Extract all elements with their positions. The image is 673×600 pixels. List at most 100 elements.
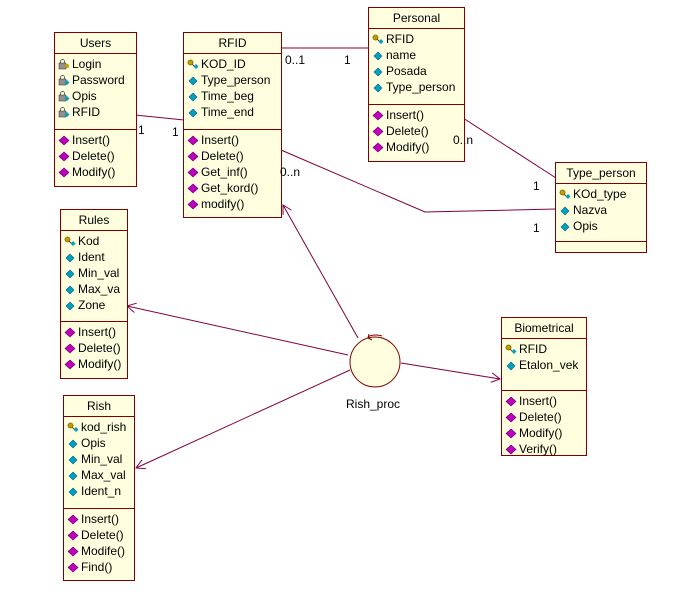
control-circle[interactable] — [349, 336, 401, 388]
attribute-row[interactable]: Max_val — [67, 467, 134, 483]
attribute-row[interactable]: RFID — [58, 104, 136, 120]
attribute-row[interactable]: Opis — [559, 218, 646, 234]
operation-row[interactable]: Insert() — [505, 393, 586, 409]
attribute-row[interactable]: Kod — [64, 233, 127, 249]
attribute-row[interactable]: KOD_ID — [187, 56, 281, 72]
attribute-row[interactable]: Password — [58, 72, 136, 88]
lock-key-attribute-icon — [58, 58, 70, 70]
attribute-label: Min_val — [78, 266, 120, 280]
operation-row[interactable]: Modify() — [372, 139, 464, 155]
attribute-label: Time_beg — [201, 89, 254, 103]
attribute-icon — [372, 50, 384, 61]
attribute-icon — [559, 221, 571, 232]
operation-row[interactable]: Insert() — [58, 132, 136, 148]
attribute-row[interactable]: name — [372, 47, 464, 63]
dependency-proc-rules — [127, 306, 349, 356]
operation-row[interactable]: Insert() — [64, 324, 127, 340]
operation-row[interactable]: Insert() — [372, 107, 464, 123]
operation-icon — [58, 135, 70, 146]
operation-row[interactable]: Find() — [67, 559, 134, 575]
operation-row[interactable]: modify() — [187, 196, 281, 212]
attribute-row[interactable]: Nazva — [559, 202, 646, 218]
attribute-row[interactable]: Time_end — [187, 104, 281, 120]
operation-row[interactable]: Insert() — [187, 132, 281, 148]
attribute-row[interactable]: Zone — [64, 297, 127, 313]
operation-label: Delete() — [519, 410, 562, 424]
operation-label: Delete() — [72, 149, 115, 163]
operation-icon — [64, 359, 76, 370]
operation-row[interactable]: Get_kord() — [187, 180, 281, 196]
attribute-row[interactable]: Type_person — [372, 79, 464, 95]
operation-row[interactable]: Delete() — [58, 148, 136, 164]
operation-row[interactable]: Modify() — [58, 164, 136, 180]
attribute-row[interactable]: Time_beg — [187, 88, 281, 104]
class-title: Rish — [64, 396, 134, 417]
operation-icon — [505, 396, 517, 407]
operation-row[interactable]: Modife() — [67, 543, 134, 559]
attribute-row[interactable]: Login — [58, 56, 136, 72]
operation-row[interactable]: Delete() — [372, 123, 464, 139]
operation-row[interactable]: Verify() — [505, 441, 586, 457]
key-attribute-icon — [64, 236, 76, 247]
attribute-row[interactable]: Etalon_vek — [505, 357, 586, 373]
attribute-label: KOD_ID — [201, 57, 246, 71]
operation-label: Modify() — [78, 357, 122, 371]
operation-label: Verify() — [519, 442, 558, 456]
operation-icon — [187, 199, 199, 210]
operation-row[interactable]: Delete() — [67, 527, 134, 543]
attribute-label: KOd_type — [573, 187, 627, 201]
attribute-row[interactable]: Opis — [58, 88, 136, 104]
attribute-label: Time_end — [201, 105, 254, 119]
attribute-label: Opis — [72, 89, 97, 103]
operations-section: Insert()Delete() Modify() Verify() — [502, 391, 586, 460]
dependency-proc-rfid — [283, 205, 359, 339]
attribute-row[interactable]: RFID — [505, 341, 586, 357]
operation-row[interactable]: Insert() — [67, 511, 134, 527]
operation-icon — [372, 142, 384, 153]
attribute-label: RFID — [386, 32, 414, 46]
attribute-row[interactable]: Opis — [67, 435, 134, 451]
attribute-row[interactable]: RFID — [372, 31, 464, 47]
attribute-row[interactable]: Posada — [372, 63, 464, 79]
attribute-row[interactable]: Min_val — [67, 451, 134, 467]
attribute-row[interactable]: KOd_type — [559, 186, 646, 202]
attribute-row[interactable]: Min_val — [64, 265, 127, 281]
key-attribute-icon — [187, 59, 199, 70]
lock-attribute-icon — [58, 74, 70, 86]
class-title: Type_person — [556, 163, 646, 184]
operation-icon — [67, 530, 79, 541]
attribute-row[interactable]: Max_va — [64, 281, 127, 297]
operation-row[interactable]: Get_inf() — [187, 164, 281, 180]
attribute-row[interactable]: Type_person — [187, 72, 281, 88]
operation-icon — [505, 428, 517, 439]
operation-row[interactable]: Delete() — [187, 148, 281, 164]
class-title: Users — [55, 33, 136, 54]
operation-row[interactable]: Delete() — [505, 409, 586, 425]
association-rfid-type — [280, 149, 557, 213]
operation-icon — [505, 444, 517, 455]
attribute-label: Type_person — [386, 80, 456, 94]
operation-label: Modify() — [519, 426, 563, 440]
attribute-row[interactable]: kod_rish — [67, 419, 134, 435]
operation-row[interactable]: Modify() — [64, 356, 127, 372]
operation-row[interactable]: Modify() — [505, 425, 586, 441]
operation-row[interactable]: Delete() — [64, 340, 127, 356]
key-attribute-icon — [372, 34, 384, 45]
attribute-row[interactable]: Ident — [64, 249, 127, 265]
operations-section: Insert()Delete()Modify() — [369, 105, 464, 158]
attribute-icon — [372, 66, 384, 77]
attribute-label: Type_person — [201, 73, 271, 87]
attribute-row[interactable]: Ident_n — [67, 483, 134, 499]
operation-label: Insert() — [201, 133, 240, 147]
